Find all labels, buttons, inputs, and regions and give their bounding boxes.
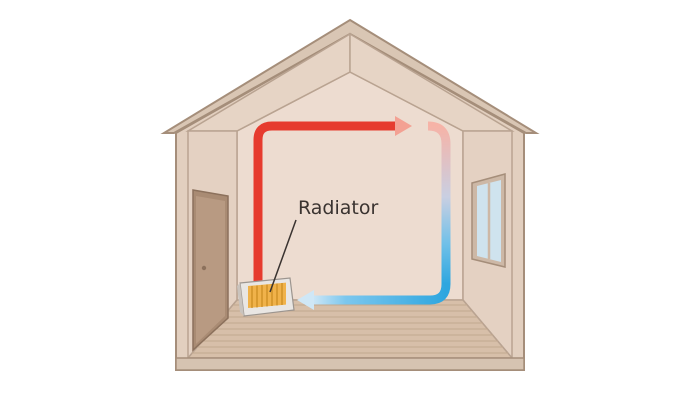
radiator [237, 277, 295, 317]
radiator-label: Radiator [298, 197, 378, 219]
radiator-leader-line [269, 219, 297, 293]
door-knob [201, 265, 207, 271]
air-descending [427, 121, 451, 284]
warm-air-rising [253, 121, 400, 288]
arrow-right-icon [395, 116, 412, 136]
door-frame [196, 196, 225, 344]
arrow-left-icon [297, 290, 314, 310]
floor-boards [192, 304, 508, 354]
cool-air-returning [312, 283, 451, 305]
house-base [175, 357, 525, 371]
